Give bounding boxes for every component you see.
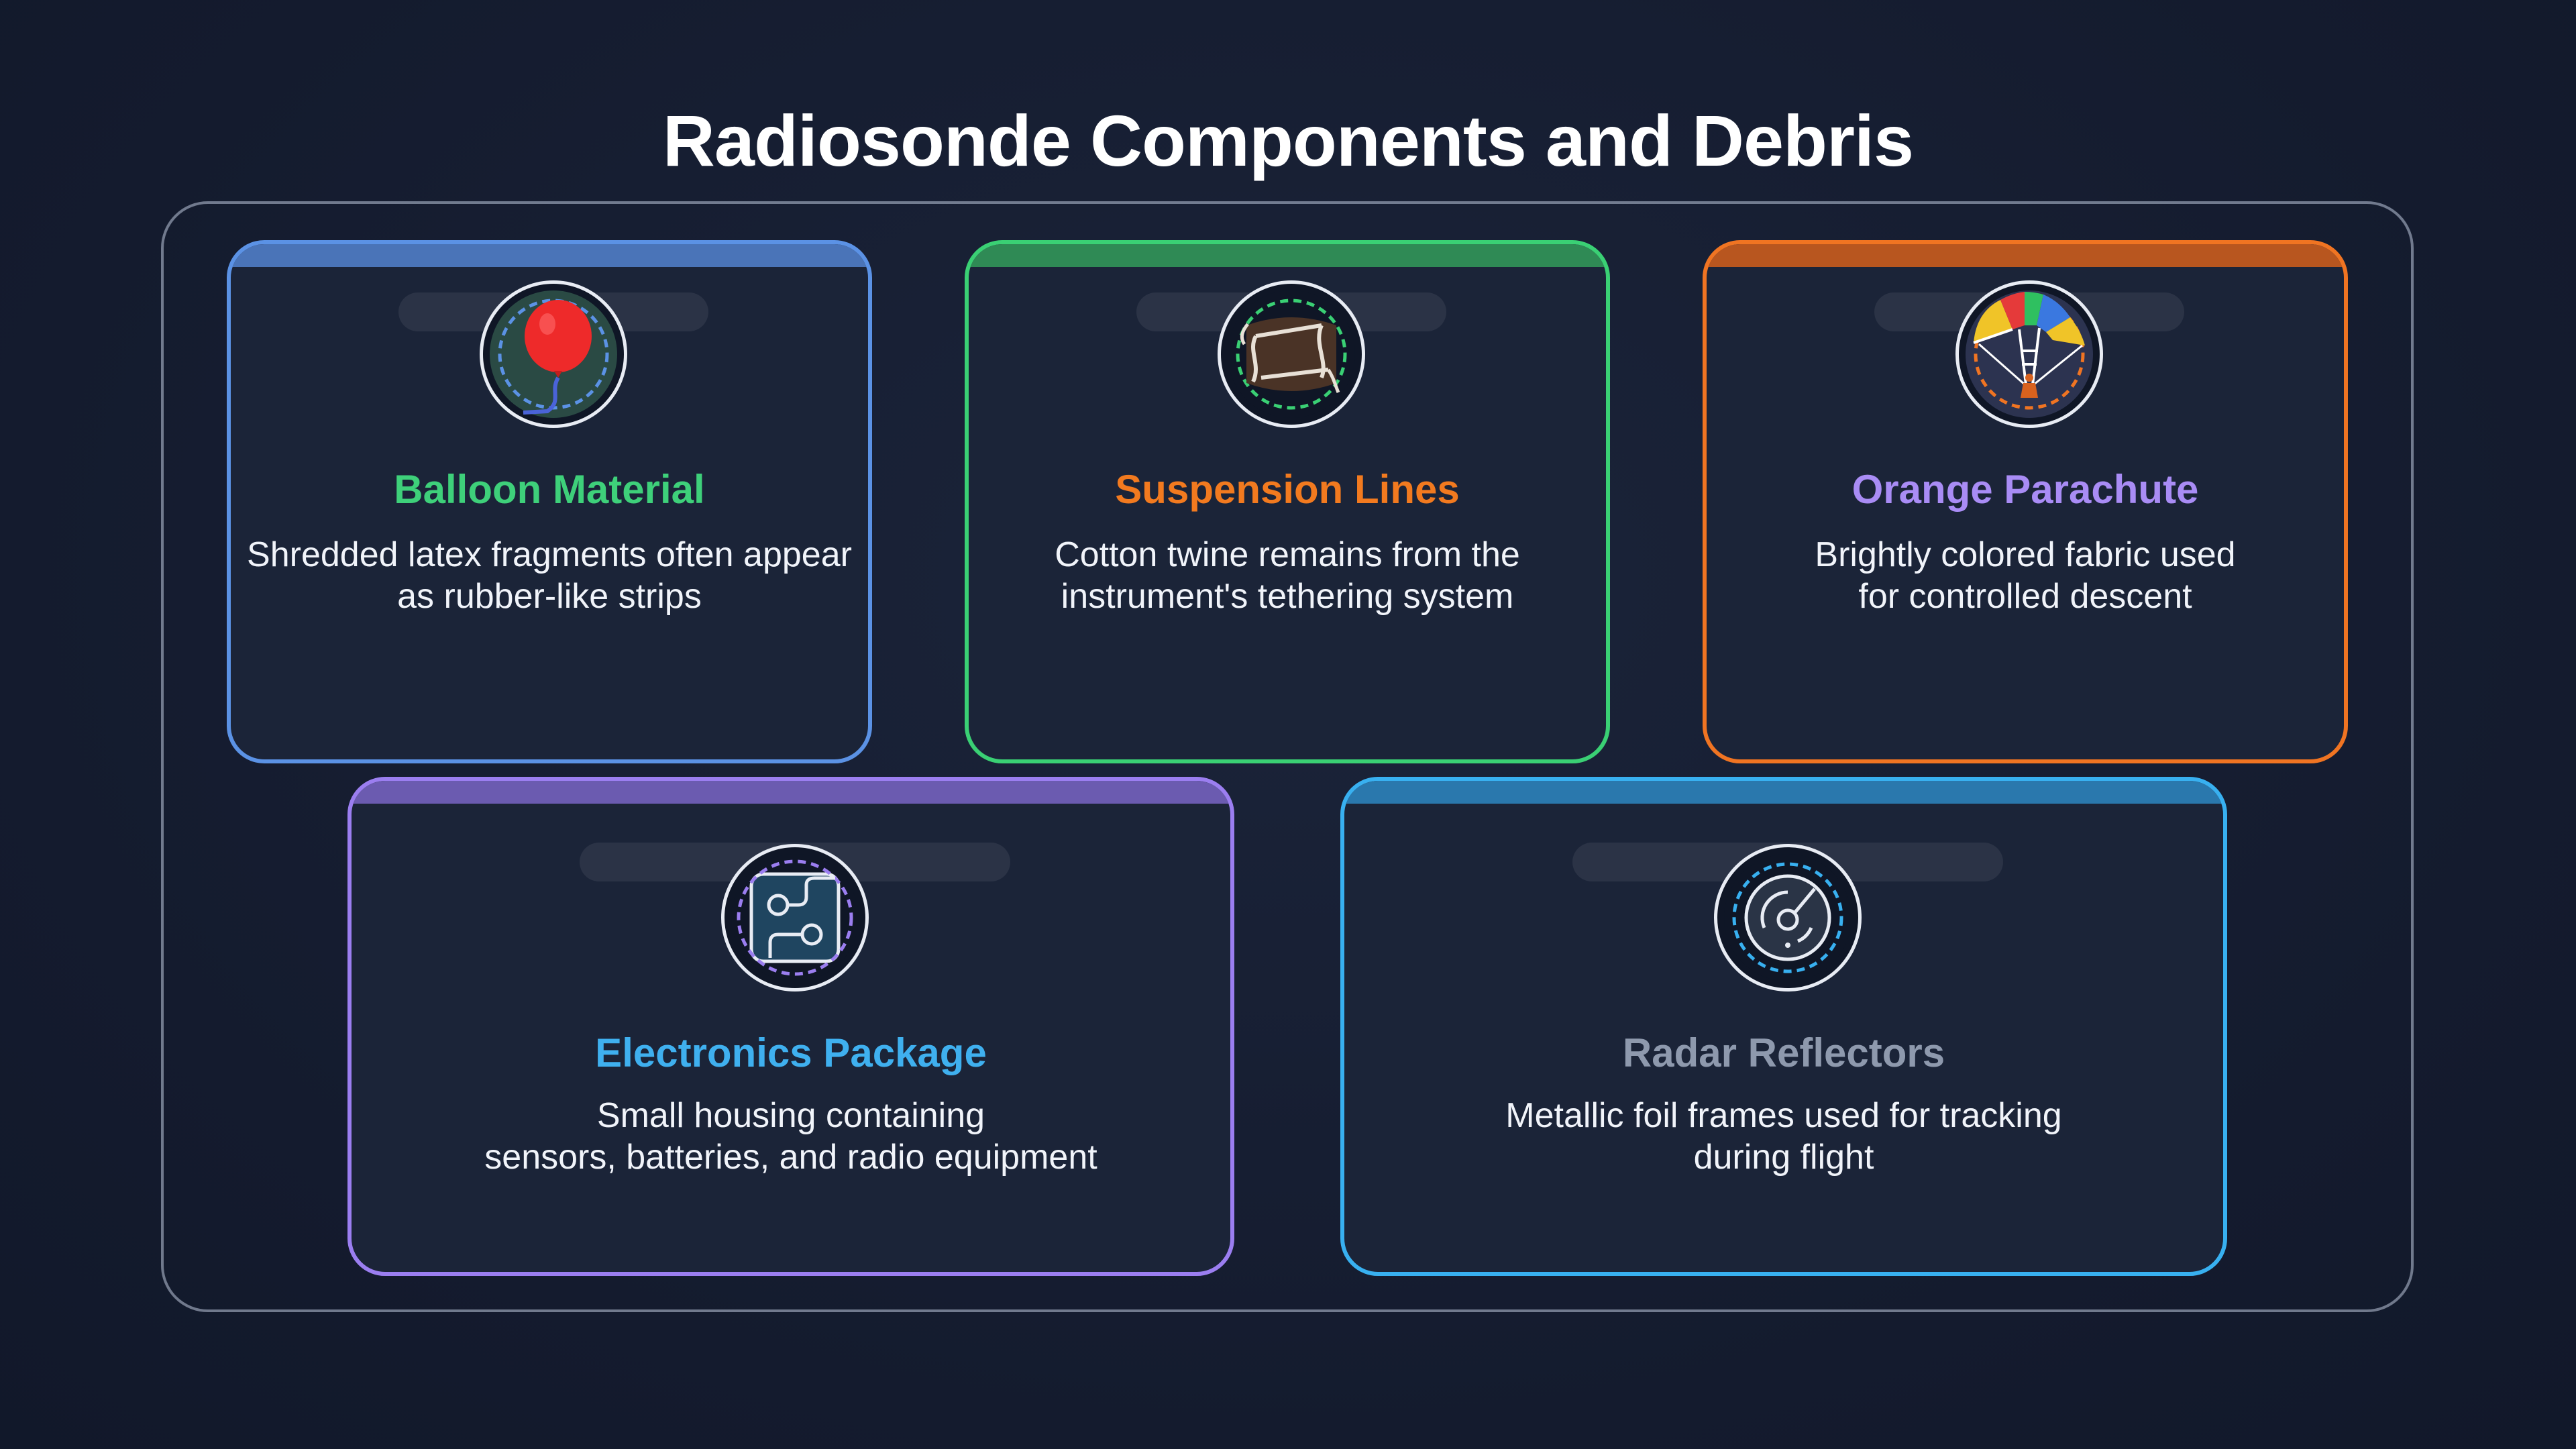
balloon-icon <box>480 280 627 428</box>
card-balloon-material: Balloon Material Shredded latex fragment… <box>227 240 872 763</box>
card-heading: Orange Parachute <box>1851 467 2199 512</box>
card-heading: Radar Reflectors <box>1622 1030 1945 1075</box>
card-suspension-lines: Suspension Lines Cotton twine remains fr… <box>965 240 1610 763</box>
card-orange-parachute: Orange Parachute Brightly colored fabric… <box>1703 240 2348 763</box>
card-radar-reflectors: Radar Reflectors Metallic foil frames us… <box>1340 777 2227 1276</box>
card-description: Brightly colored fabric used for control… <box>1815 535 2236 616</box>
parachute-icon <box>1955 280 2103 428</box>
card-description: Shredded latex fragments often appear as… <box>247 535 852 616</box>
card-heading: Electronics Package <box>595 1030 987 1075</box>
card-accent-bar <box>231 244 868 267</box>
card-accent-bar <box>352 781 1230 804</box>
card-heading: Balloon Material <box>394 467 705 512</box>
card-description: Metallic foil frames used for tracking d… <box>1505 1096 2062 1177</box>
circuit-board-icon <box>721 844 869 991</box>
card-accent-bar <box>1344 781 2223 804</box>
card-heading: Suspension Lines <box>1115 467 1460 512</box>
card-description: Small housing containing sensors, batter… <box>484 1096 1097 1177</box>
card-electronics-package: Electronics Package Small housing contai… <box>347 777 1234 1276</box>
page-title: Radiosonde Components and Debris <box>662 100 1914 181</box>
card-accent-bar <box>1707 244 2344 267</box>
card-description: Cotton twine remains from the instrument… <box>1055 535 1520 616</box>
twine-spool-icon <box>1218 280 1365 428</box>
cards-frame <box>161 201 2414 1312</box>
card-accent-bar <box>969 244 1606 267</box>
radar-icon <box>1714 844 1862 991</box>
